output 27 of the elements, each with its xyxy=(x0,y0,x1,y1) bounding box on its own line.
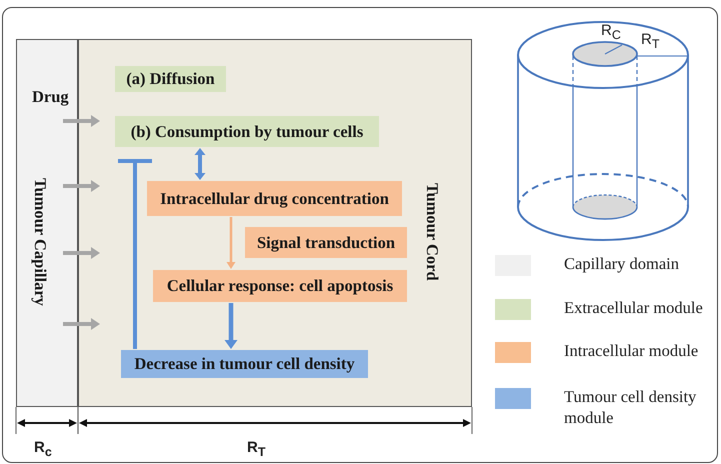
drug-label: Drug xyxy=(32,88,69,106)
process-box: Intracellular drug concentration xyxy=(147,181,402,216)
process-box: Signal transduction xyxy=(245,227,407,258)
legend-label: Intracellular module xyxy=(564,341,700,362)
dimension-label: R$_{c}$ xyxy=(34,440,52,460)
arrow xyxy=(224,303,238,349)
legend-label: Extracellular module xyxy=(564,298,704,319)
region-label: Tumour Cord xyxy=(423,183,442,281)
process-box: (b) Consumption by tumour cells xyxy=(115,116,379,147)
legend-label: Tumour cell density module xyxy=(564,387,698,428)
radius-label: R$_{T}$ xyxy=(641,32,660,52)
radius-label: R$_{C}$ xyxy=(601,23,621,43)
arrow xyxy=(63,180,100,192)
region-label: Tumour Capillary xyxy=(31,178,50,306)
dimension-label: R$_{T}$ xyxy=(247,440,266,460)
tumour-cord-region xyxy=(78,39,472,407)
arrow xyxy=(226,217,236,269)
capillary-region xyxy=(16,39,78,407)
process-box: Cellular response: cell apoptosis xyxy=(153,270,407,302)
arrow xyxy=(63,115,100,127)
inhibition-line xyxy=(118,159,152,349)
arrow xyxy=(63,318,100,330)
double-arrow xyxy=(194,148,206,180)
process-box: (a) Diffusion xyxy=(115,66,226,92)
legend-label: Capillary domain xyxy=(564,254,680,275)
arrow xyxy=(63,247,100,259)
process-box: Decrease in tumour cell density xyxy=(121,350,368,378)
